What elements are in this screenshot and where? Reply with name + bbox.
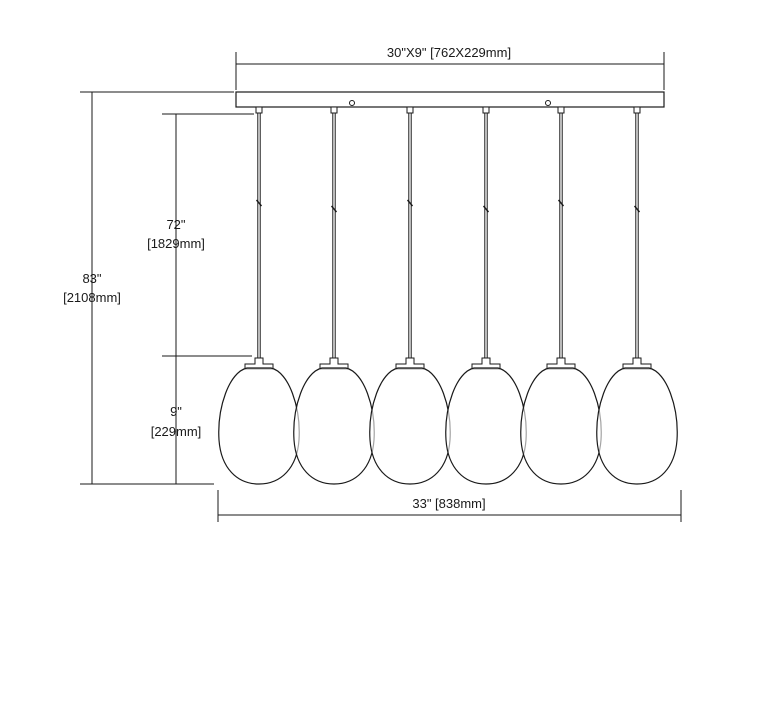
canopy-screw (349, 100, 355, 106)
socket-cap (622, 357, 652, 370)
shade-height-imperial: 9" (170, 404, 182, 419)
canopy-dimension-label: 30"X9" [762X229mm] (387, 45, 511, 60)
pendant (596, 106, 678, 485)
glass-shade (596, 367, 678, 485)
cord-length-metric: [1829mm] (147, 236, 205, 251)
cord-grip (482, 106, 490, 114)
pendant (293, 106, 375, 485)
cord-twist-mark (633, 205, 641, 213)
socket-cap (471, 357, 501, 370)
socket-cap (244, 357, 274, 370)
overall-height-dimension (80, 91, 234, 485)
overall-height-metric: [2108mm] (63, 290, 121, 305)
cord-grip (557, 106, 565, 114)
cord-length-imperial: 72" (166, 217, 185, 232)
cord-grip (633, 106, 641, 114)
pendants-group (218, 106, 678, 485)
cord-grip (406, 106, 414, 114)
canopy-plate (235, 91, 665, 108)
overall-width-label: 33" [838mm] (412, 496, 485, 511)
glass-shade (293, 367, 375, 485)
cord-twist-mark (255, 199, 263, 207)
cord-twist-mark (406, 199, 414, 207)
socket-cap (546, 357, 576, 370)
cord-grip (255, 106, 263, 114)
shade-height-metric: [229mm] (151, 424, 202, 439)
overall-height-imperial: 83" (82, 271, 101, 286)
cord-length-dimension (162, 113, 254, 357)
cord-twist-mark (330, 205, 338, 213)
pendant (445, 106, 527, 485)
cord-grip (330, 106, 338, 114)
overall-width-dimension (217, 490, 682, 522)
glass-shade (520, 367, 602, 485)
pendant (520, 106, 602, 485)
cord-twist-mark (482, 205, 490, 213)
socket-cap (395, 357, 425, 370)
glass-shade (445, 367, 527, 485)
cord-twist-mark (557, 199, 565, 207)
glass-shade (369, 367, 451, 485)
glass-shade (218, 367, 300, 485)
canopy-width-dimension (235, 52, 665, 90)
pendant (218, 106, 300, 485)
pendant (369, 106, 451, 485)
canopy-screw (545, 100, 551, 106)
socket-cap (319, 357, 349, 370)
